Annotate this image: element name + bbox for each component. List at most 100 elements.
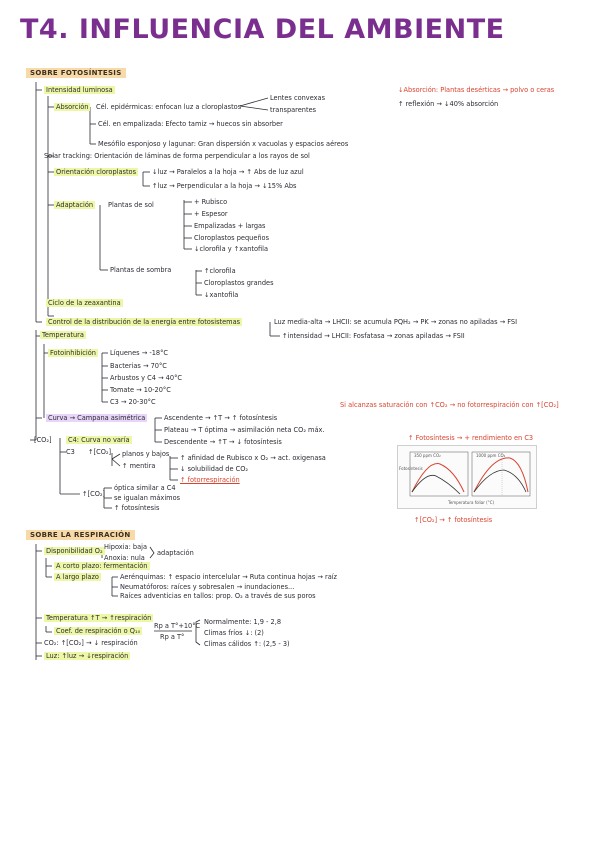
curva: Curva → Campana asimétrica (46, 414, 148, 422)
sol-item: + Espesor (194, 210, 228, 218)
transparentes: transparentes (270, 106, 317, 114)
largo-item: Raíces adventicias en tallos: prop. O₂ a… (120, 592, 316, 600)
temperature-graph: 350 ppm CO₂ 1000 ppm CO₂ Temperatura fol… (397, 445, 537, 509)
descendente: Descendente → ↑T → ↓ fotosíntesis (164, 438, 282, 446)
temp-item: Arbustos y C4 → 40°C (110, 374, 182, 382)
c3-co2: ↑[CO₂] (88, 448, 112, 456)
sol-item: Cloroplastos pequeños (194, 234, 270, 242)
solar-tracking: Solar tracking: Orientación de láminas d… (44, 152, 310, 160)
graph-curves (409, 451, 531, 497)
temp-item: Tomate → 10-20°C (110, 386, 171, 394)
sombra-item: Cloroplastos grandes (204, 279, 274, 287)
co2-label: [CO₂] (34, 436, 52, 444)
note-absorcion-text: ↓Absorción: Plantas desérticas → polvo o… (398, 86, 555, 94)
temp-item: C3 → 20-30°C (110, 398, 156, 406)
note-saturacion: Si alcanzas saturación con ↑CO₂ → no fot… (340, 401, 559, 409)
plantas-sol: Plantas de sol (108, 201, 154, 209)
luz-alta: ↑luz → Perpendicular a la hoja → ↓15% Ab… (152, 182, 297, 190)
c4-curva: C4: Curva no varía (66, 436, 132, 444)
q10-frios: Climas fríos ↓: (2) (204, 629, 264, 637)
note-co2-text: ↑[CO₂] → ↑ fotosíntesis (414, 516, 493, 524)
largo-text: A largo plazo (54, 573, 101, 581)
luz-resp: Luz: ↑luz → ↓respiración (44, 652, 131, 660)
curva-label: Curva → Campana asimétrica (46, 414, 148, 422)
lentes-convexas: Lentes convexas (270, 94, 326, 102)
graph-left-label: 350 ppm CO₂ (414, 453, 441, 458)
fotoinhibicion: Fotoinhibición (48, 349, 98, 357)
orientacion-label: Orientación cloroplastos (54, 168, 139, 176)
orientacion-cloroplastos: Orientación cloroplastos (54, 168, 139, 176)
largo-item: Neumatóforos: raíces y sobresalen → inun… (120, 583, 295, 591)
graph-right-label: 1000 ppm CO₂ (476, 453, 506, 458)
ascendente: Ascendente → ↑T → ↑ fotosíntesis (164, 414, 278, 422)
formula-den: Rp a T° (160, 633, 185, 641)
adaptacion: Adaptación (54, 201, 96, 209)
coef-text: Coef. de respiración o Q₁₀ (54, 627, 143, 635)
intensidad-label: Intensidad luminosa (44, 86, 115, 94)
note-saturacion-text: Si alcanzas saturación con ↑CO₂ → no fot… (340, 401, 559, 409)
temperatura-label: Temperatura (40, 331, 86, 339)
plantas-sombra: Plantas de sombra (110, 266, 172, 274)
c3-co2-bajo: ↑[CO₂] (82, 490, 106, 498)
ciclo-label: Ciclo de la zeaxantina (46, 299, 123, 307)
afinidad: ↑ afinidad de Rubisco x O₂ → act. oxigen… (180, 454, 326, 462)
sol-item: + Rubisco (194, 198, 228, 206)
largo-item: Aerénquimas: ↑ espacio intercelular → Ru… (120, 573, 338, 581)
section-fotosintesis: SOBRE FOTOSÍNTESIS (26, 68, 126, 78)
mentira: ↑ mentira (122, 462, 156, 470)
bajo-item: óptica similar a C4 (114, 484, 176, 492)
control-energia: Control de la distribución de la energía… (46, 318, 243, 326)
sol-item: ↓clorofila y ↑xantofila (194, 245, 269, 253)
co2-resp: CO₂: ↑[CO₂] → ↓ respiración (44, 639, 138, 647)
hipoxia: Hipoxia: baja (104, 543, 147, 551)
absorcion: Absorción (54, 103, 91, 111)
temperatura-resp-text: Temperatura ↑T → ↑respiración (44, 614, 154, 622)
note-fotosintesis-text: ↑ Fotosíntesis → + rendimiento en C3 (408, 434, 534, 442)
section-respiracion: SOBRE LA RESPIRACIÓN (26, 530, 135, 540)
adaptacion-resp: adaptación (157, 549, 194, 557)
intensidad-luminosa: Intensidad luminosa (44, 86, 115, 94)
sol-item: Empalizadas + largas (194, 222, 266, 230)
temperatura: Temperatura (40, 331, 86, 339)
note-fotosintesis: ↑ Fotosíntesis → + rendimiento en C3 (408, 434, 533, 442)
luz-baja: ↓luz → Paralelos a la hoja → ↑ Abs de lu… (152, 168, 304, 176)
fotorrespiracion-text: ↑ fotorrespiración (180, 476, 240, 484)
absorcion-label: Absorción (54, 103, 91, 111)
note-co2: ↑[CO₂] → ↑ fotosíntesis (414, 516, 492, 524)
sombra-item: ↑clorofila (204, 267, 236, 275)
corto-plazo: A corto plazo: fermentación (54, 562, 150, 570)
solubilidad: ↓ solubilidad de CO₂ (180, 465, 249, 473)
bajo-item: ↑ fotosíntesis (114, 504, 160, 512)
adaptacion-label: Adaptación (54, 201, 96, 209)
planos-bajos: planos y bajos (122, 450, 170, 458)
bajo-item: se igualan máximos (114, 494, 181, 502)
temp-item: Bacterias → 70°C (110, 362, 167, 370)
graph-x-label: Temperatura foliar (°C) (448, 500, 495, 505)
c4-text: C4: Curva no varía (66, 436, 132, 444)
temperatura-resp: Temperatura ↑T → ↑respiración (44, 614, 154, 622)
graph-y-label: Fotosíntesis (399, 466, 423, 471)
cel-empalizada: Cél. en empalizada: Efecto tamiz → hueco… (98, 120, 283, 128)
disponibilidad-o2: Disponibilidad O₂ (44, 547, 105, 555)
page-title: T4. INFLUENCIA DEL AMBIENTE (20, 14, 505, 45)
temp-item: Líquenes → -18°C (110, 349, 168, 357)
q10-calidos: Climas cálidos ↑: (2,5 - 3) (204, 640, 290, 648)
cel-epidermicas: Cél. epidérmicas: enfocan luz a cloropla… (96, 103, 242, 111)
luz-resp-text: Luz: ↑luz → ↓respiración (44, 652, 131, 660)
note-absorcion: ↓Absorción: Plantas desérticas → polvo o… (398, 86, 554, 94)
q10-normal: Normalmente: 1,9 - 2,8 (204, 618, 282, 626)
corto-text: A corto plazo: fermentación (54, 562, 150, 570)
disponibilidad-label: Disponibilidad O₂ (44, 547, 105, 555)
intensidad-media: ↑intensidad → LHCII: Fosfatasa → zonas a… (282, 332, 465, 340)
control-label: Control de la distribución de la energía… (46, 318, 243, 326)
largo-plazo: A largo plazo (54, 573, 101, 581)
fotoinhibicion-label: Fotoinhibición (48, 349, 98, 357)
anoxia: Anoxia: nula (104, 554, 145, 562)
note-reflexion: ↑ reflexión → ↓40% absorción (398, 100, 499, 108)
coef-respiracion: Coef. de respiración o Q₁₀ (54, 627, 143, 635)
sombra-item: ↓xantofila (204, 291, 239, 299)
c3-label: C3 (66, 448, 75, 456)
formula-num: Rp a T°+10°C (154, 622, 201, 630)
luz-media-alta: Luz media-alta → LHCII: se acumula PQH₂ … (274, 318, 518, 326)
